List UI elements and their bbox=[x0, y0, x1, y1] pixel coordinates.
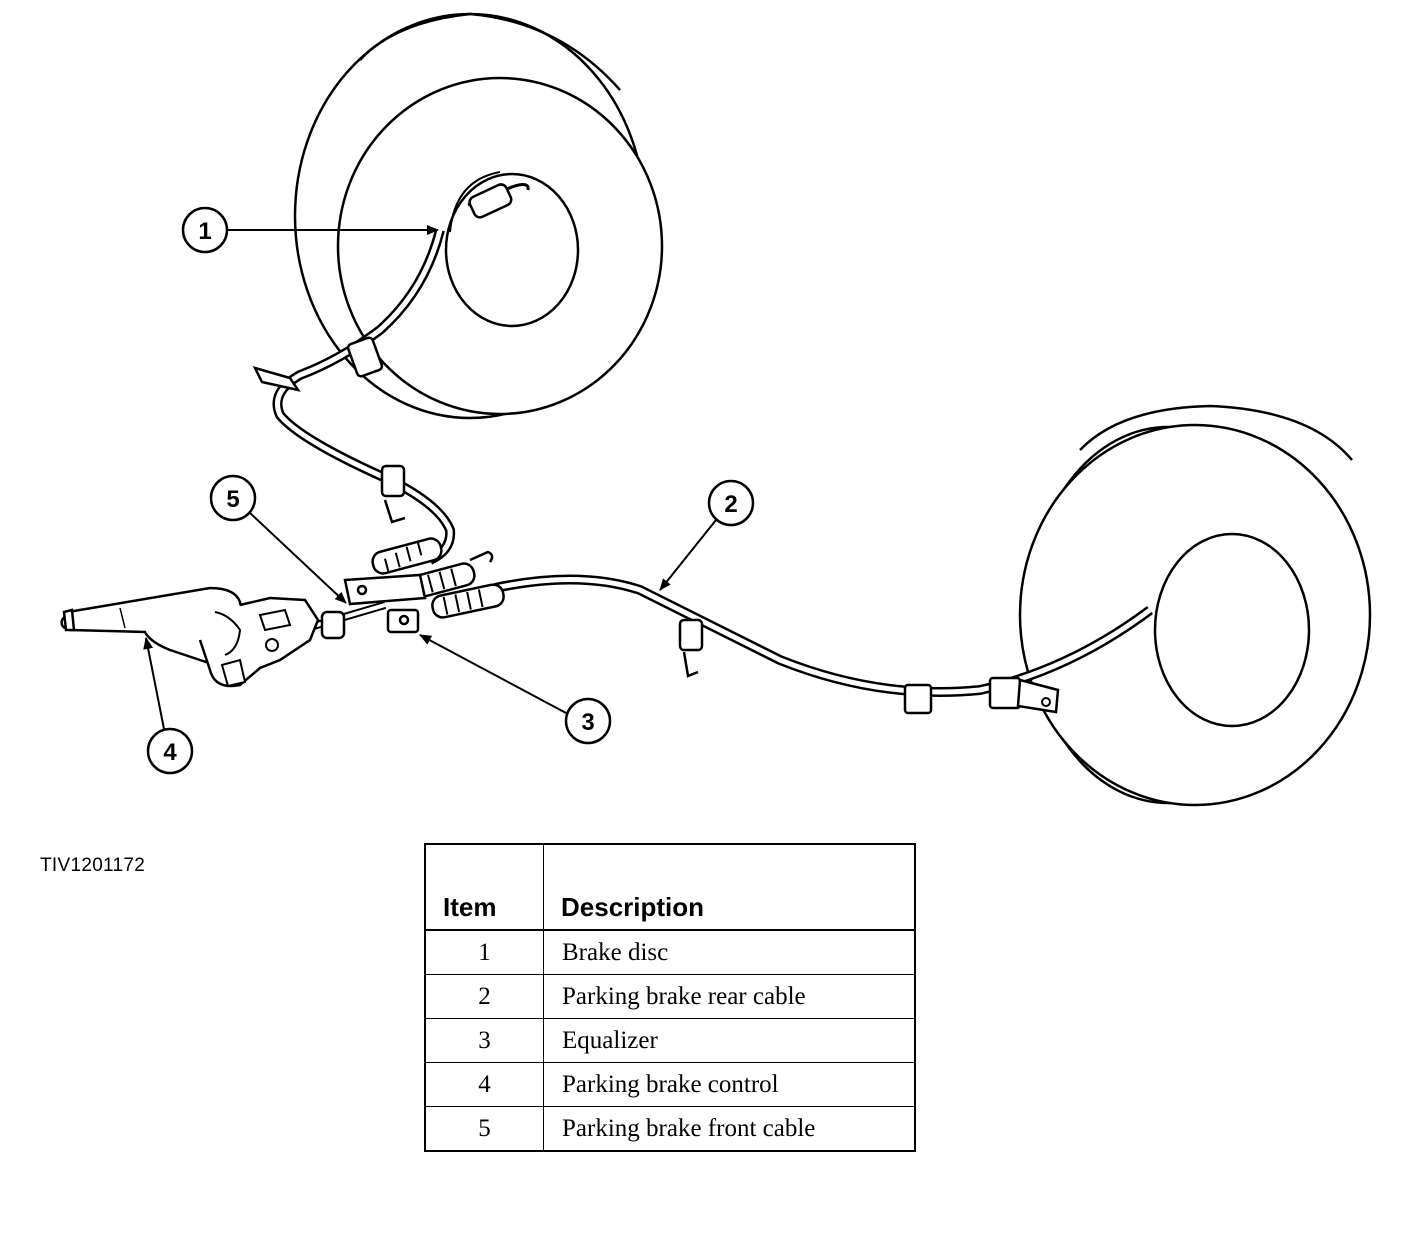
callout-2: 2 bbox=[659, 479, 755, 591]
item-description: Parking brake rear cable bbox=[543, 974, 915, 1019]
item-number: 3 bbox=[425, 1018, 544, 1063]
svg-text:5: 5 bbox=[226, 486, 239, 513]
item-description: Brake disc bbox=[543, 930, 915, 975]
callout-4: 4 bbox=[143, 637, 194, 775]
item-number: 4 bbox=[425, 1062, 544, 1107]
equalizer-assembly bbox=[343, 537, 505, 634]
item-number: 2 bbox=[425, 974, 544, 1019]
callout-2-leader bbox=[659, 519, 717, 591]
svg-text:3: 3 bbox=[581, 709, 594, 736]
svg-text:1: 1 bbox=[198, 218, 211, 245]
callout-3-leader bbox=[419, 634, 567, 714]
item-number: 1 bbox=[425, 930, 544, 975]
callout-5-leader bbox=[249, 512, 347, 604]
item-number: 5 bbox=[425, 1106, 544, 1151]
legend-header-row: Item Description bbox=[425, 844, 915, 931]
table-row: 1 Brake disc bbox=[425, 930, 915, 975]
table-row: 4 Parking brake control bbox=[425, 1062, 915, 1107]
item-description: Parking brake control bbox=[543, 1062, 915, 1107]
spring-lower bbox=[431, 583, 505, 619]
callout-3: 3 bbox=[419, 634, 612, 745]
svg-text:2: 2 bbox=[724, 491, 737, 518]
table-row: 3 Equalizer bbox=[425, 1018, 915, 1063]
parking-brake-lever bbox=[60, 586, 320, 688]
item-description: Parking brake front cable bbox=[562, 1114, 816, 1142]
parking-brake-diagram: 1 2 3 4 5 bbox=[60, 12, 1372, 807]
callout-1: 1 bbox=[181, 206, 439, 254]
item-description: Equalizer bbox=[543, 1018, 915, 1063]
brake-disc-upper bbox=[293, 12, 664, 420]
legend-table: Item Description 1 Brake disc 2 Parking … bbox=[424, 843, 916, 1152]
brake-disc-lower bbox=[1018, 404, 1372, 807]
table-row: 2 Parking brake rear cable bbox=[425, 974, 915, 1019]
left-rear-cable bbox=[252, 183, 530, 565]
callout-4-leader bbox=[143, 637, 165, 730]
callout-5: 5 bbox=[209, 474, 347, 604]
figure-id: TIV1201172 bbox=[40, 855, 146, 876]
column-header-item: Item bbox=[425, 844, 544, 931]
spring-upper bbox=[371, 537, 443, 575]
table-row: 5 Parking brake front cable bbox=[425, 1106, 915, 1151]
right-rear-cable bbox=[493, 574, 1153, 715]
column-header-description: Description bbox=[543, 844, 915, 931]
svg-text:4: 4 bbox=[163, 739, 177, 766]
